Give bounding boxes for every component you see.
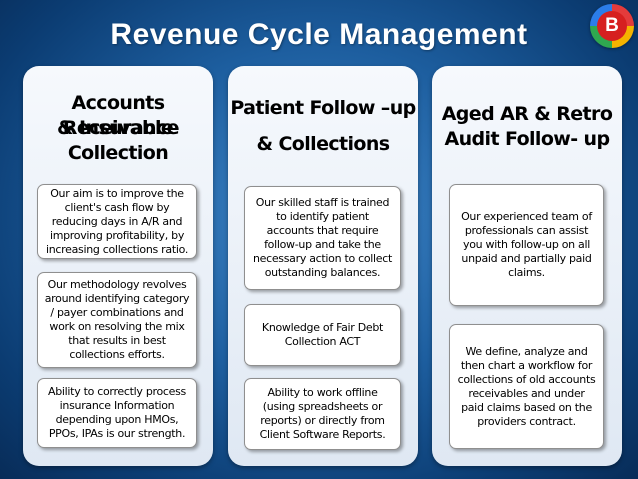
- info-box: We define, analyze and then chart a work…: [449, 324, 604, 449]
- column-aged-ar: Aged AR & Retro Audit Follow- up Our exp…: [432, 66, 622, 466]
- column-patient-follow-up: Patient Follow –up & Collections Our ski…: [228, 66, 418, 466]
- column-heading-line: & Collections: [256, 133, 390, 155]
- info-box: Knowledge of Fair Debt Collection ACT: [244, 304, 401, 366]
- info-box: Ability to correctly process insurance I…: [37, 378, 197, 448]
- page-title: Revenue Cycle Management: [110, 18, 528, 51]
- info-box: Our methodology revolves around identify…: [37, 272, 197, 368]
- column-heading-line: Patient Follow –up: [230, 97, 416, 119]
- info-box: Our experienced team of professionals ca…: [449, 184, 604, 306]
- info-box: Our skilled staff is trained to identify…: [244, 186, 401, 290]
- column-heading-line: Accounts Receivable: [62, 92, 174, 139]
- column-heading-line: & Insurance: [57, 117, 179, 139]
- column-heading-line: Audit Follow- up: [444, 128, 611, 150]
- logo-letter: B: [597, 11, 627, 41]
- column-heading-line: Collection: [67, 142, 169, 164]
- info-box: Our aim is to improve the client's cash …: [37, 184, 197, 259]
- column-heading-line: Aged AR & Retro: [441, 103, 613, 125]
- info-box: Ability to work offline (using spreadshe…: [244, 378, 401, 450]
- column-accounts-receivable: Accounts Receivable & Insurance Collecti…: [23, 66, 213, 466]
- brand-logo-icon: B: [590, 4, 634, 48]
